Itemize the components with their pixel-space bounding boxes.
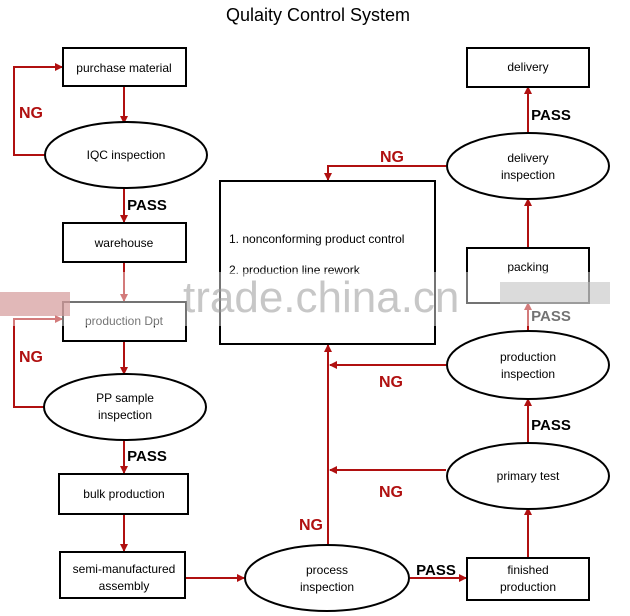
watermark-right-smear xyxy=(500,282,610,304)
ng-label-iqc: NG xyxy=(19,105,43,122)
node-production-dpt: production Dpt xyxy=(62,301,187,342)
finished-label-1: finished xyxy=(507,563,548,577)
pass-label-process: PASS xyxy=(416,562,456,579)
arrow-pp-ng-loop xyxy=(13,315,63,408)
semi-label-1: semi-manufactured xyxy=(73,562,176,576)
node-delivery: delivery xyxy=(466,47,590,88)
primary-test-label: primary test xyxy=(497,469,560,483)
production-dpt-label: production Dpt xyxy=(85,314,164,328)
prodinsp-label-1: production xyxy=(500,350,556,364)
flow-labels: NG PASS NG PASS NG PASS PASS NG PASS NG … xyxy=(19,105,571,579)
bulk-production-label: bulk production xyxy=(83,487,164,501)
control-line-1: 1. nonconforming product control xyxy=(229,232,404,246)
node-delivery-inspection: delivery inspection xyxy=(446,132,610,200)
pass-label-primary: PASS xyxy=(531,417,571,434)
process-label-2: inspection xyxy=(300,580,354,594)
arrow-delivery-ng xyxy=(324,165,446,181)
delivery-insp-label-2: inspection xyxy=(501,168,555,182)
node-finished-production: finished production xyxy=(466,557,590,601)
pp-sample-label-2: inspection xyxy=(98,408,152,422)
delivery-insp-label-1: delivery xyxy=(507,151,548,165)
packing-label: packing xyxy=(507,260,548,274)
purchase-material-label: purchase material xyxy=(76,61,171,75)
prodinsp-label-2: inspection xyxy=(501,367,555,381)
watermark-text: trade.china.cn xyxy=(183,273,459,322)
warehouse-label: warehouse xyxy=(94,236,154,250)
node-primary-test: primary test xyxy=(446,442,610,510)
watermark: trade.china.cn xyxy=(0,272,630,326)
ng-label-process: NG xyxy=(299,517,323,534)
pass-label-prodinsp: PASS xyxy=(531,308,571,325)
node-purchase-material: purchase material xyxy=(62,47,187,87)
node-production-inspection: production inspection xyxy=(446,330,610,400)
pass-label-iqc: PASS xyxy=(127,197,167,214)
control-box: 1. nonconforming product control 2. prod… xyxy=(219,180,436,345)
diagram-title: Qulaity Control System xyxy=(226,5,410,25)
connectors xyxy=(13,63,532,582)
ng-label-pp: NG xyxy=(19,349,43,366)
ng-label-delivery: NG xyxy=(380,149,404,166)
semi-label-2: assembly xyxy=(99,579,150,593)
pass-label-delivery: PASS xyxy=(531,107,571,124)
node-process-inspection: process inspection xyxy=(244,544,410,612)
delivery-label: delivery xyxy=(507,60,548,74)
node-bulk-production: bulk production xyxy=(58,473,189,515)
ng-label-prodinsp: NG xyxy=(379,374,403,391)
node-warehouse: warehouse xyxy=(62,222,187,263)
iqc-inspection-label: IQC inspection xyxy=(87,148,166,162)
node-semi-manufactured-assembly: semi-manufactured assembly xyxy=(59,551,186,599)
control-line-2: 2. production line rework xyxy=(229,263,361,277)
watermark-left-smear xyxy=(0,292,70,316)
node-iqc-inspection: IQC inspection xyxy=(44,121,208,189)
finished-label-2: production xyxy=(500,580,556,594)
process-label-1: process xyxy=(306,563,348,577)
ng-label-primary: NG xyxy=(379,484,403,501)
node-pp-sample-inspection: PP sample inspection xyxy=(43,373,207,441)
pass-label-pp: PASS xyxy=(127,448,167,465)
pp-sample-label-1: PP sample xyxy=(96,391,154,405)
arrow-iqc-ng-loop xyxy=(13,63,63,156)
